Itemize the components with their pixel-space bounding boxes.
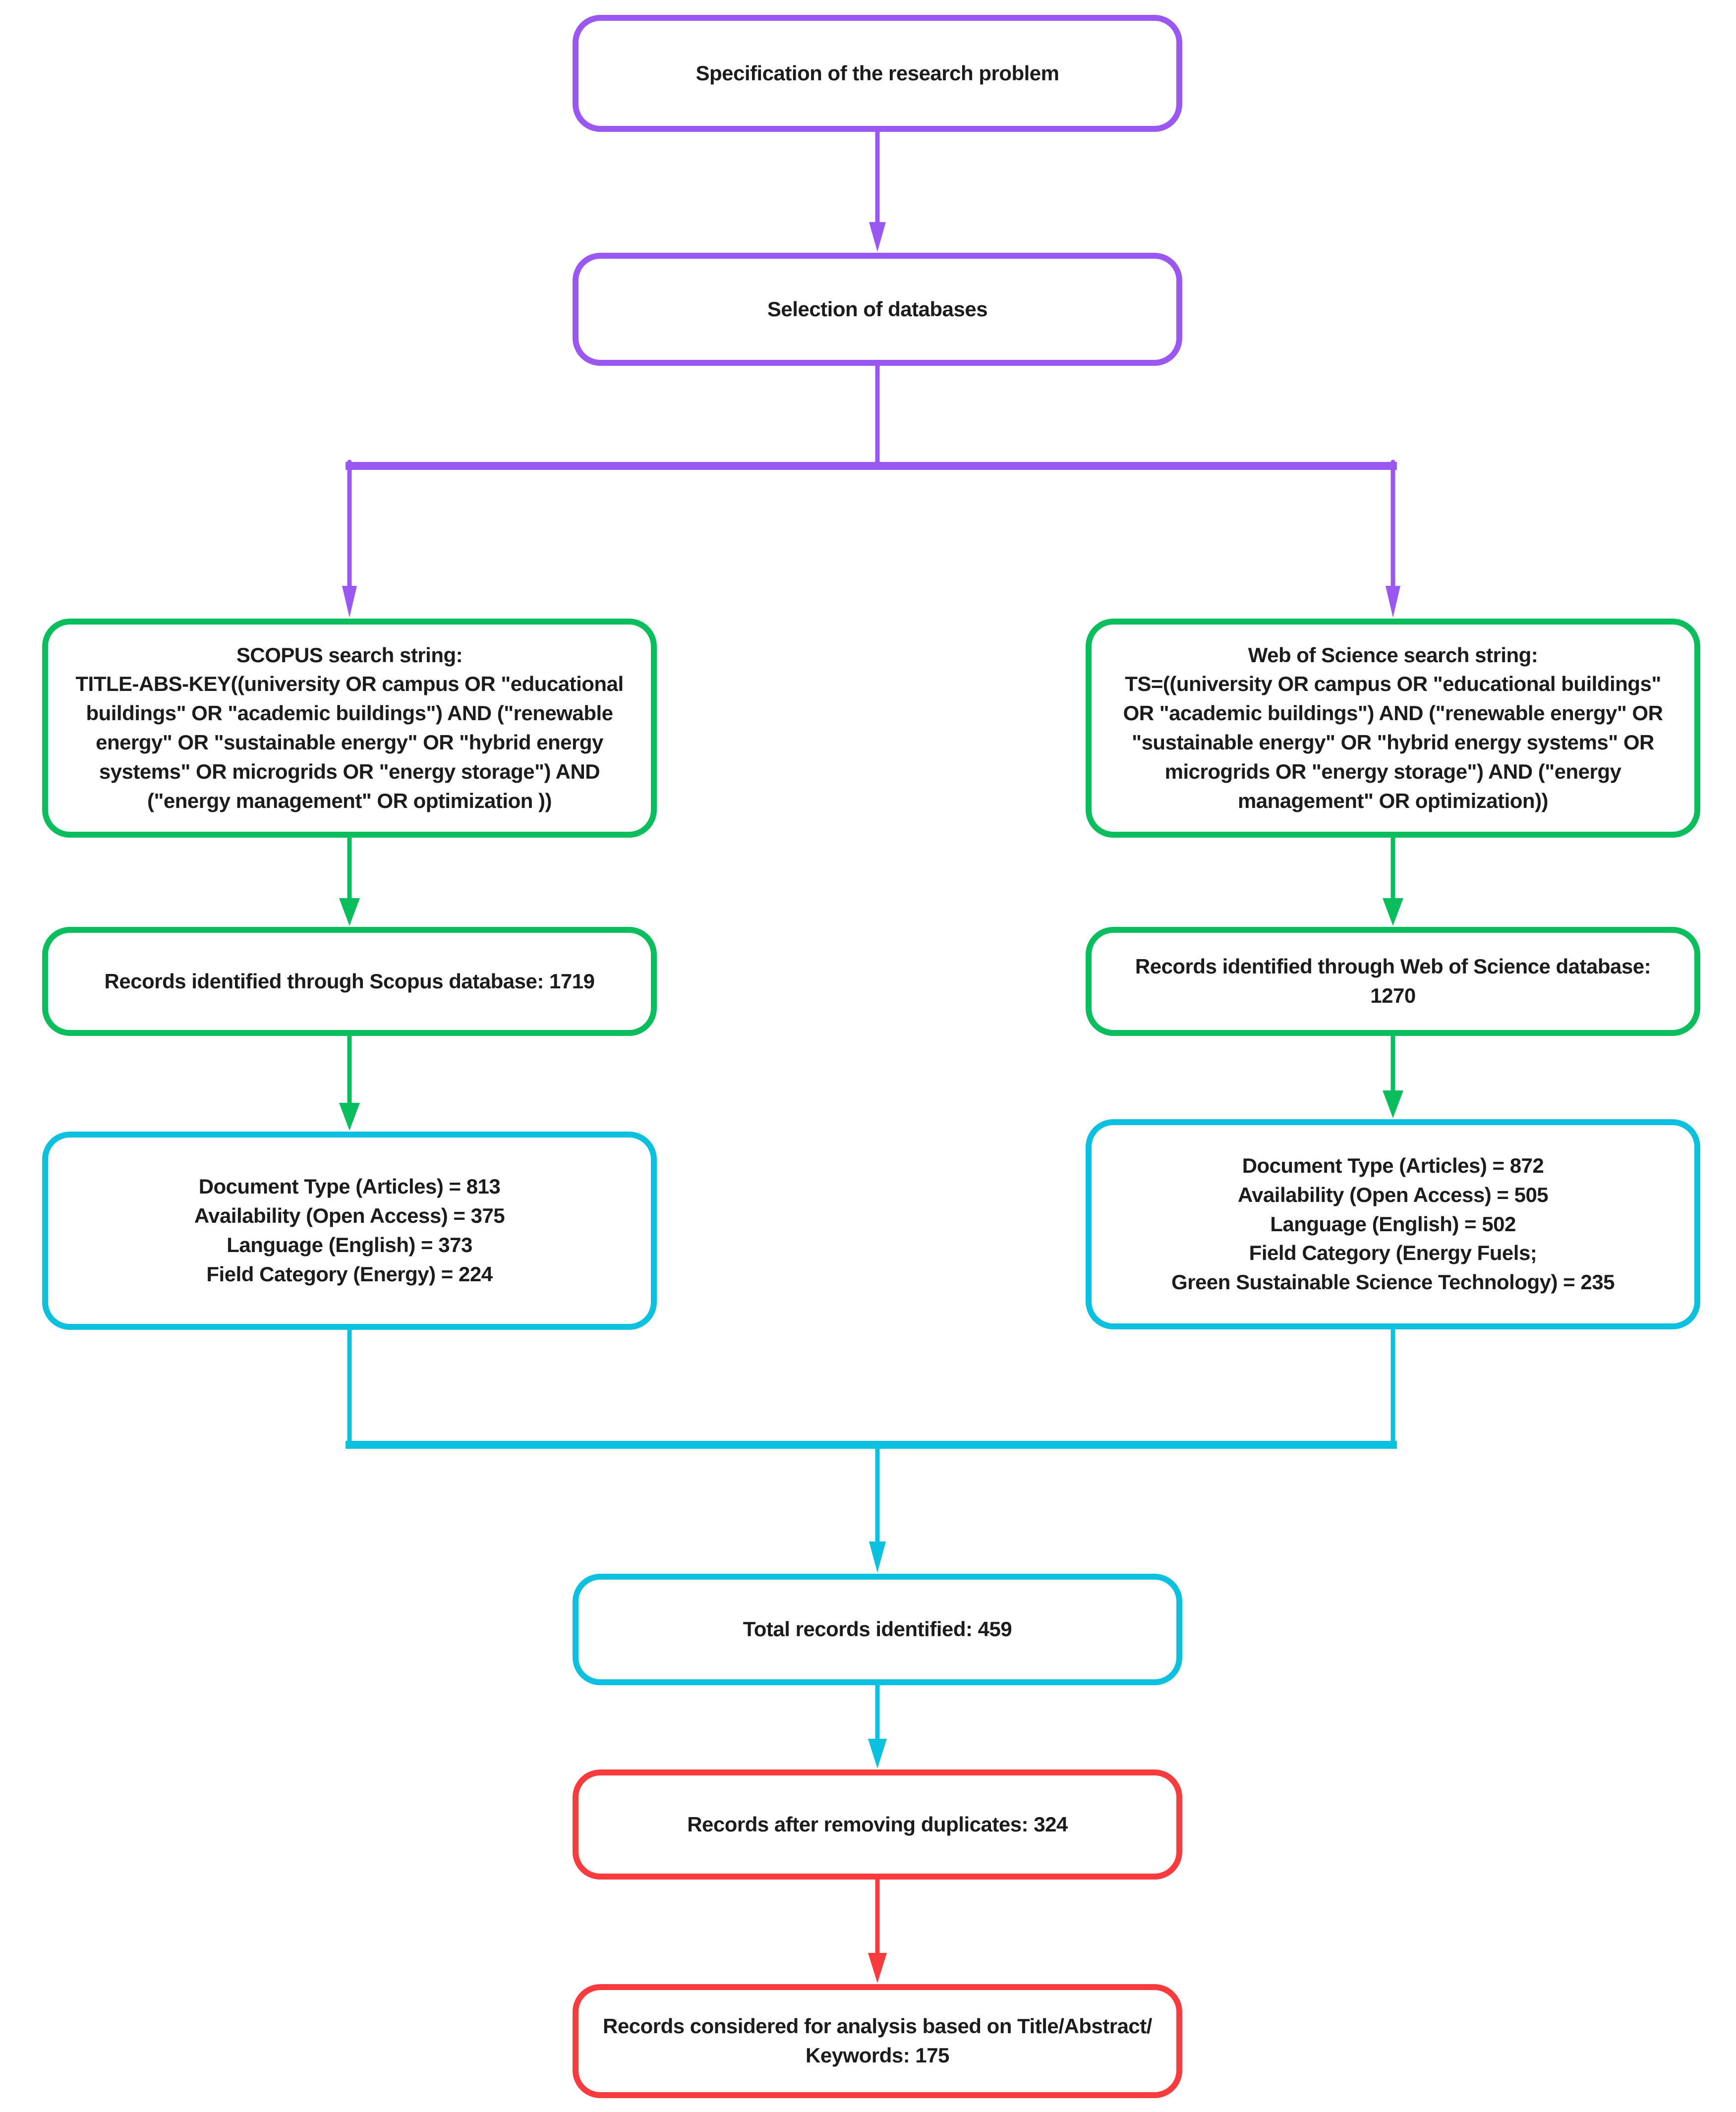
node-wos-search-string: Web of Science search string: TS=((unive… <box>1086 619 1700 838</box>
edge-spec-to-selection <box>869 129 886 252</box>
node-scopus-records-identified-label: Records identified through Scopus databa… <box>104 969 595 993</box>
node-total-records-label: Total records identified: 459 <box>743 1617 1012 1641</box>
node-wos-filters-label: Document Type (Articles) = 872 Availabil… <box>1171 1154 1615 1294</box>
node-after-duplicates-removed-label: Records after removing duplicates: 324 <box>687 1812 1068 1836</box>
edge-scopus-records-to-filters <box>339 1033 360 1131</box>
edge-wos-records-to-filters <box>1383 1033 1403 1118</box>
node-specification: Specification of the research problem <box>573 15 1182 132</box>
edge-dedup-to-final <box>868 1877 887 1983</box>
node-after-duplicates-removed: Records after removing duplicates: 324 <box>573 1770 1182 1880</box>
node-wos-records-identified: Records identified through Web of Scienc… <box>1086 927 1700 1036</box>
node-database-selection: Selection of databases <box>573 253 1182 366</box>
node-total-records: Total records identified: 459 <box>573 1574 1182 1685</box>
node-wos-filters: Document Type (Articles) = 872 Availabil… <box>1086 1119 1700 1329</box>
node-records-for-analysis: Records considered for analysis based on… <box>573 1984 1182 2098</box>
edge-filters-to-total <box>346 1327 1397 1573</box>
edge-selection-to-queries <box>342 363 1400 618</box>
edge-total-to-dedup <box>868 1683 887 1769</box>
node-specification-label: Specification of the research problem <box>695 61 1059 85</box>
edge-wos-query-to-records <box>1383 835 1403 926</box>
node-scopus-search-string-label: SCOPUS search string: TITLE-ABS-KEY((uni… <box>75 643 624 812</box>
node-scopus-records-identified: Records identified through Scopus databa… <box>42 927 657 1036</box>
node-records-for-analysis-label: Records considered for analysis based on… <box>603 2014 1152 2067</box>
edge-scopus-query-to-records <box>339 835 360 926</box>
node-database-selection-label: Selection of databases <box>767 297 988 321</box>
node-scopus-search-string: SCOPUS search string: TITLE-ABS-KEY((uni… <box>42 619 657 838</box>
node-scopus-filters-label: Document Type (Articles) = 813 Availabil… <box>194 1175 505 1286</box>
node-wos-search-string-label: Web of Science search string: TS=((unive… <box>1123 643 1663 812</box>
node-scopus-filters: Document Type (Articles) = 813 Availabil… <box>42 1132 657 1330</box>
node-wos-records-identified-label: Records identified through Web of Scienc… <box>1135 955 1651 1007</box>
